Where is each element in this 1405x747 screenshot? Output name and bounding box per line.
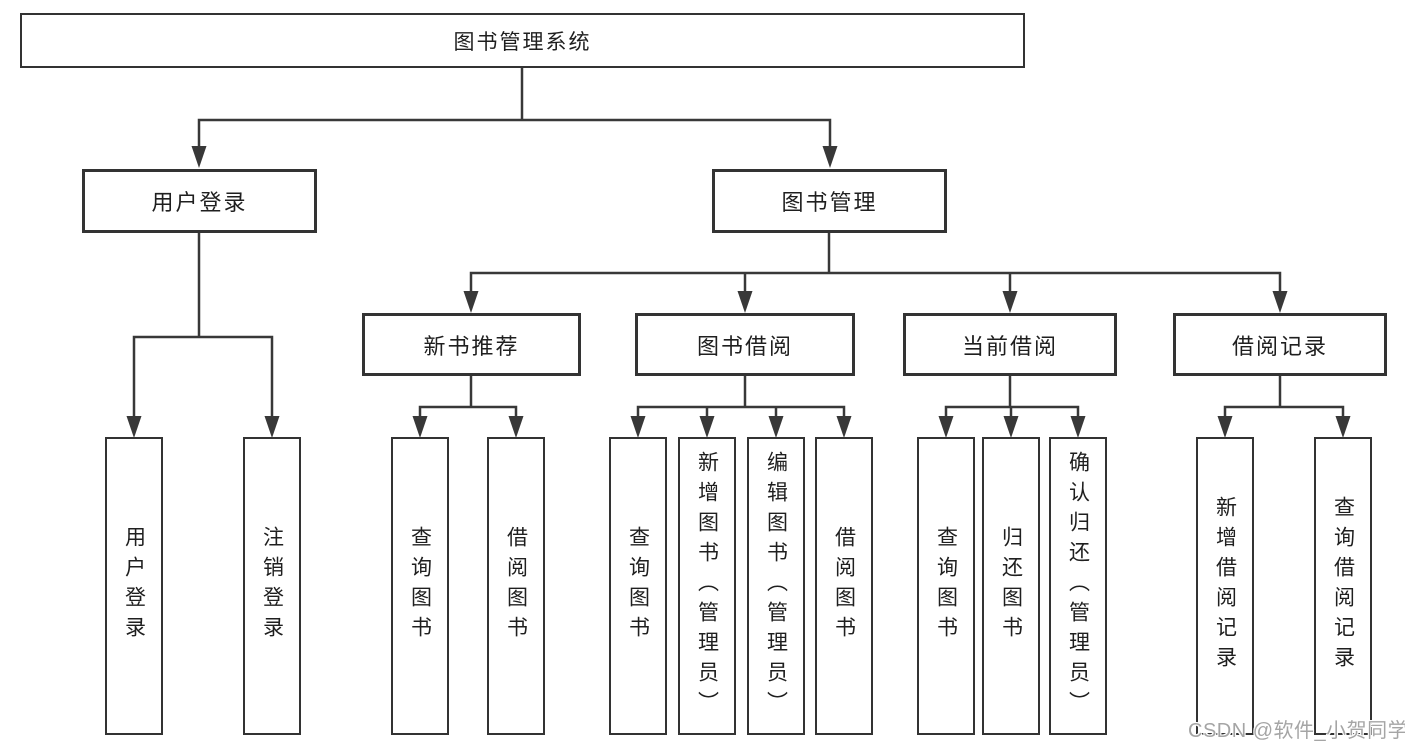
- leaf-user-login: 用户登录: [105, 437, 163, 735]
- leaf-label: 借阅图书: [504, 526, 528, 646]
- node-label: 图书借阅: [696, 333, 793, 359]
- leaf-label: 新增借阅记录: [1213, 496, 1237, 676]
- leaf-label: 编辑图书（管理员）: [764, 451, 788, 721]
- leaf-label: 归还图书: [999, 526, 1023, 646]
- leaf-label: 新增图书（管理员）: [695, 451, 719, 721]
- leaf-return-book: 归还图书: [982, 437, 1040, 735]
- leaf-add-borrow-record: 新增借阅记录: [1196, 437, 1254, 735]
- leaf-label: 查询图书: [626, 526, 650, 646]
- leaf-label: 确认归还（管理员）: [1066, 451, 1090, 721]
- leaf-logout: 注销登录: [243, 437, 301, 735]
- connector-mgmt-to-level3: [463, 233, 1288, 313]
- node-label: 图书管理: [781, 190, 878, 215]
- connector-current-to-leaves: [938, 376, 1086, 438]
- node-book-management: 图书管理: [712, 169, 947, 233]
- node-book-borrowing: 图书借阅: [635, 313, 855, 376]
- leaf-label: 查询图书: [934, 526, 958, 646]
- node-label: 用户登录: [151, 190, 248, 215]
- connector-login-to-leaves: [126, 233, 280, 438]
- leaf-query-borrow-record: 查询借阅记录: [1314, 437, 1372, 735]
- leaf-add-book-admin: 新增图书（管理员）: [678, 437, 736, 735]
- leaf-edit-book-admin: 编辑图书（管理员）: [747, 437, 805, 735]
- leaf-label: 借阅图书: [832, 526, 856, 646]
- node-library-management-system: 图书管理系统: [20, 13, 1025, 68]
- node-label: 新书推荐: [423, 333, 520, 359]
- node-label: 图书管理系统: [453, 30, 592, 54]
- node-current-borrowing: 当前借阅: [903, 313, 1117, 376]
- node-label: 借阅记录: [1231, 333, 1328, 359]
- leaf-borrow-books-borrow: 借阅图书: [815, 437, 873, 735]
- node-label: 当前借阅: [961, 333, 1058, 359]
- leaf-query-books-current: 查询图书: [917, 437, 975, 735]
- connector-root-to-level2: [191, 68, 838, 168]
- connector-borrow-to-leaves: [630, 376, 852, 438]
- csdn-watermark: CSDN @软件_小贺同学: [1188, 720, 1405, 742]
- leaf-label: 查询图书: [408, 526, 432, 646]
- connector-records-to-leaves: [1217, 376, 1351, 438]
- leaf-label: 注销登录: [260, 526, 284, 646]
- leaf-label: 用户登录: [122, 526, 146, 646]
- node-borrowing-records: 借阅记录: [1173, 313, 1387, 376]
- leaf-confirm-return-admin: 确认归还（管理员）: [1049, 437, 1107, 735]
- leaf-query-books-borrow: 查询图书: [609, 437, 667, 735]
- node-user-login: 用户登录: [82, 169, 317, 233]
- leaf-query-books-recommend: 查询图书: [391, 437, 449, 735]
- leaf-label: 查询借阅记录: [1331, 496, 1355, 676]
- node-new-book-recommendation: 新书推荐: [362, 313, 581, 376]
- leaf-borrow-books-recommend: 借阅图书: [487, 437, 545, 735]
- connector-recommend-to-leaves: [412, 376, 524, 438]
